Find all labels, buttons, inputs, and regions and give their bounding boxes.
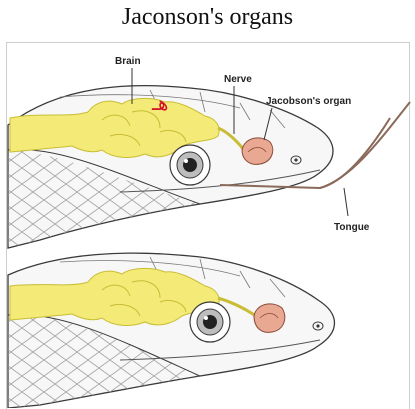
bottom-eye: [190, 302, 230, 342]
nerve-label: Nerve: [224, 74, 252, 85]
handwritten-annotation: هـ: [151, 93, 168, 115]
brain-label: Brain: [115, 56, 141, 67]
top-eye: [170, 145, 210, 185]
tongue-leader: [344, 188, 348, 216]
tongue-label: Tongue: [334, 222, 370, 233]
top-jacobson-organ: [242, 138, 273, 165]
bottom-jacobson-organ: [254, 304, 285, 333]
bottom-snake-head: [8, 253, 335, 408]
jacobson-organ-label: Jacobson's organ: [266, 96, 351, 107]
